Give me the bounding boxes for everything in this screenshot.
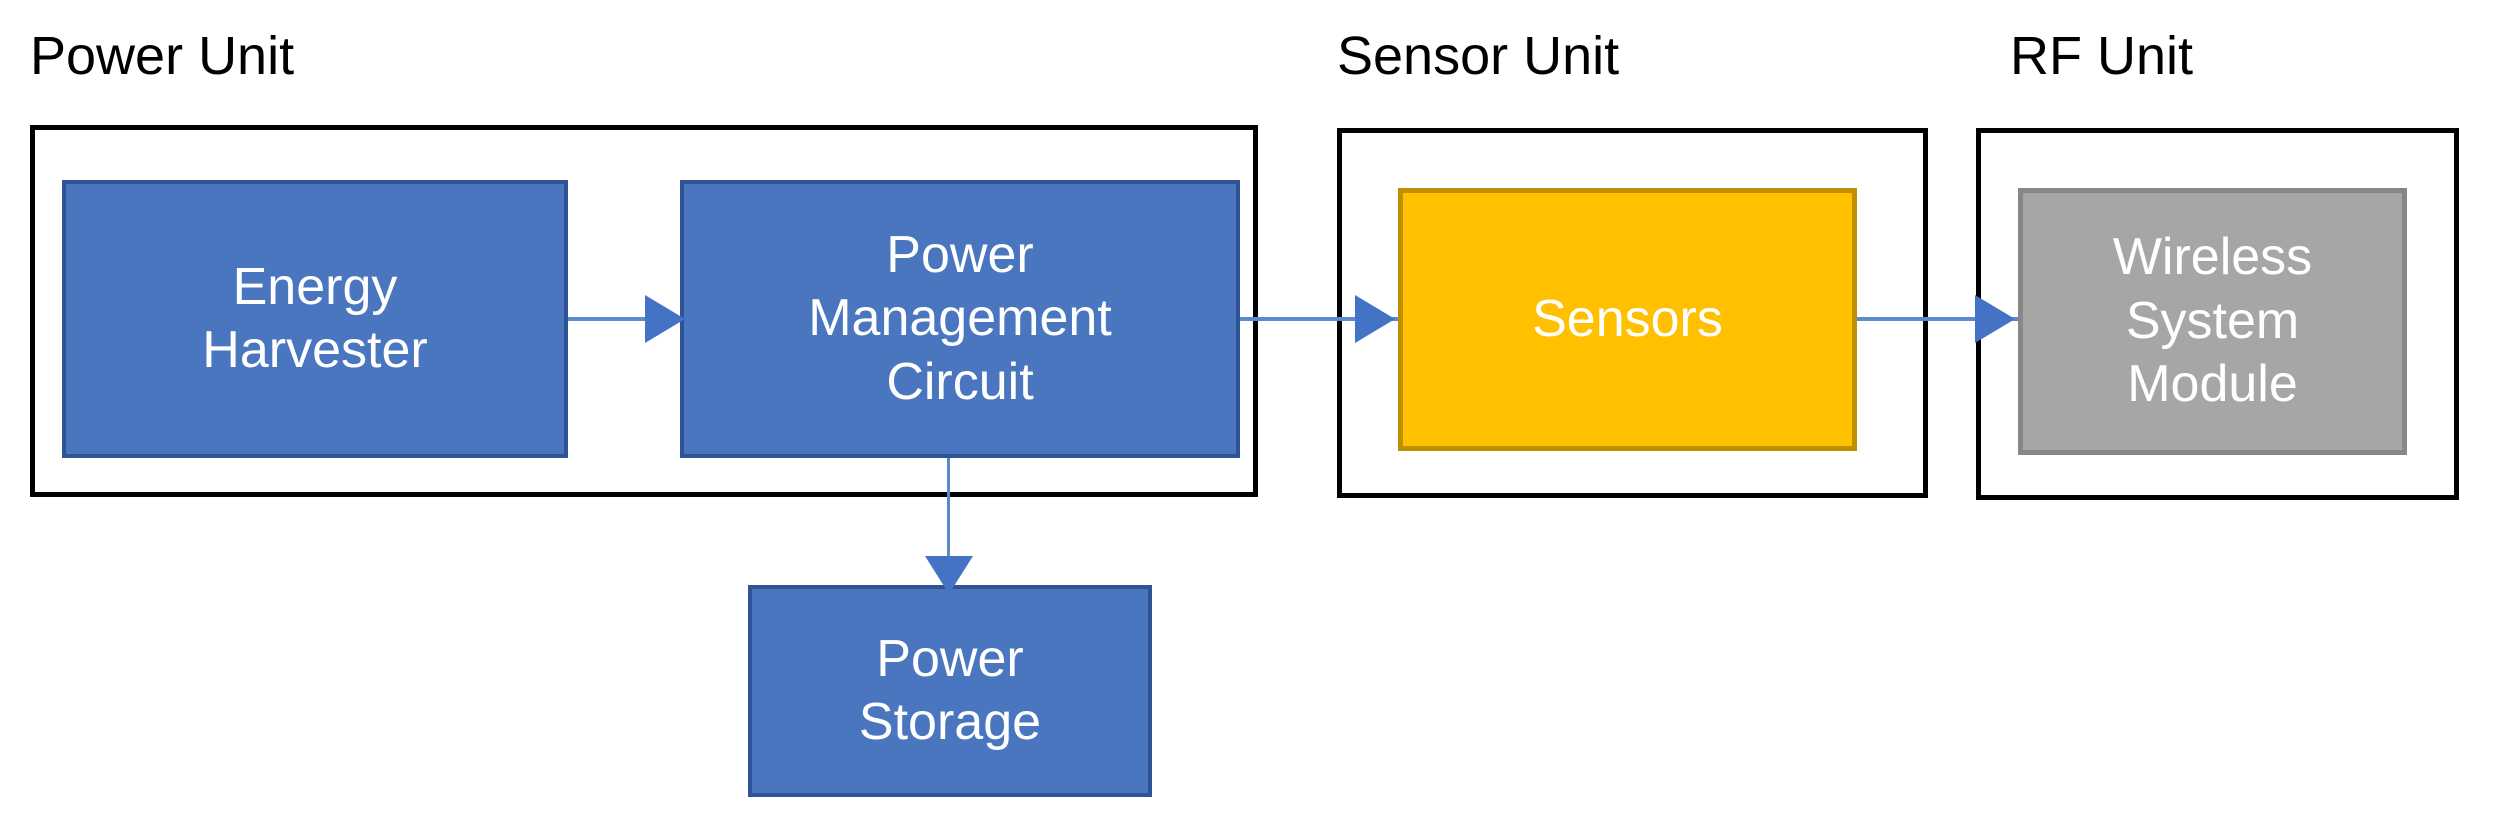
block-energy-harvester[interactable]: Energy Harvester: [62, 180, 568, 458]
block-wireless-system-module[interactable]: Wireless System Module: [2018, 188, 2407, 455]
block-power-management-circuit[interactable]: Power Management Circuit: [680, 180, 1240, 458]
block-sensors[interactable]: Sensors: [1398, 188, 1857, 451]
connector-harvester-to-pmc-line: [568, 317, 682, 321]
block-wireless-system-module-label: Wireless System Module: [2112, 228, 2313, 414]
connector-pmc-to-sensors-arrowhead: [1355, 295, 1395, 343]
block-power-storage[interactable]: Power Storage: [748, 585, 1152, 797]
connector-pmc-to-storage-line: [947, 456, 950, 578]
connector-pmc-to-sensors-line: [1240, 317, 1400, 321]
connector-sensors-to-wsm-arrowhead: [1975, 295, 2015, 343]
group-label-rf-unit: RF Unit: [2010, 26, 2194, 86]
connector-sensors-to-wsm-line: [1855, 317, 2020, 321]
connector-pmc-to-storage-arrowhead: [925, 556, 973, 594]
connector-harvester-to-pmc-arrowhead: [645, 295, 685, 343]
block-energy-harvester-label: Energy Harvester: [202, 257, 428, 379]
block-power-storage-label: Power Storage: [858, 629, 1042, 751]
group-label-power-unit: Power Unit: [30, 26, 295, 86]
block-sensors-label: Sensors: [1532, 289, 1723, 348]
group-label-sensor-unit: Sensor Unit: [1337, 26, 1620, 86]
block-power-management-circuit-label: Power Management Circuit: [808, 225, 1112, 411]
